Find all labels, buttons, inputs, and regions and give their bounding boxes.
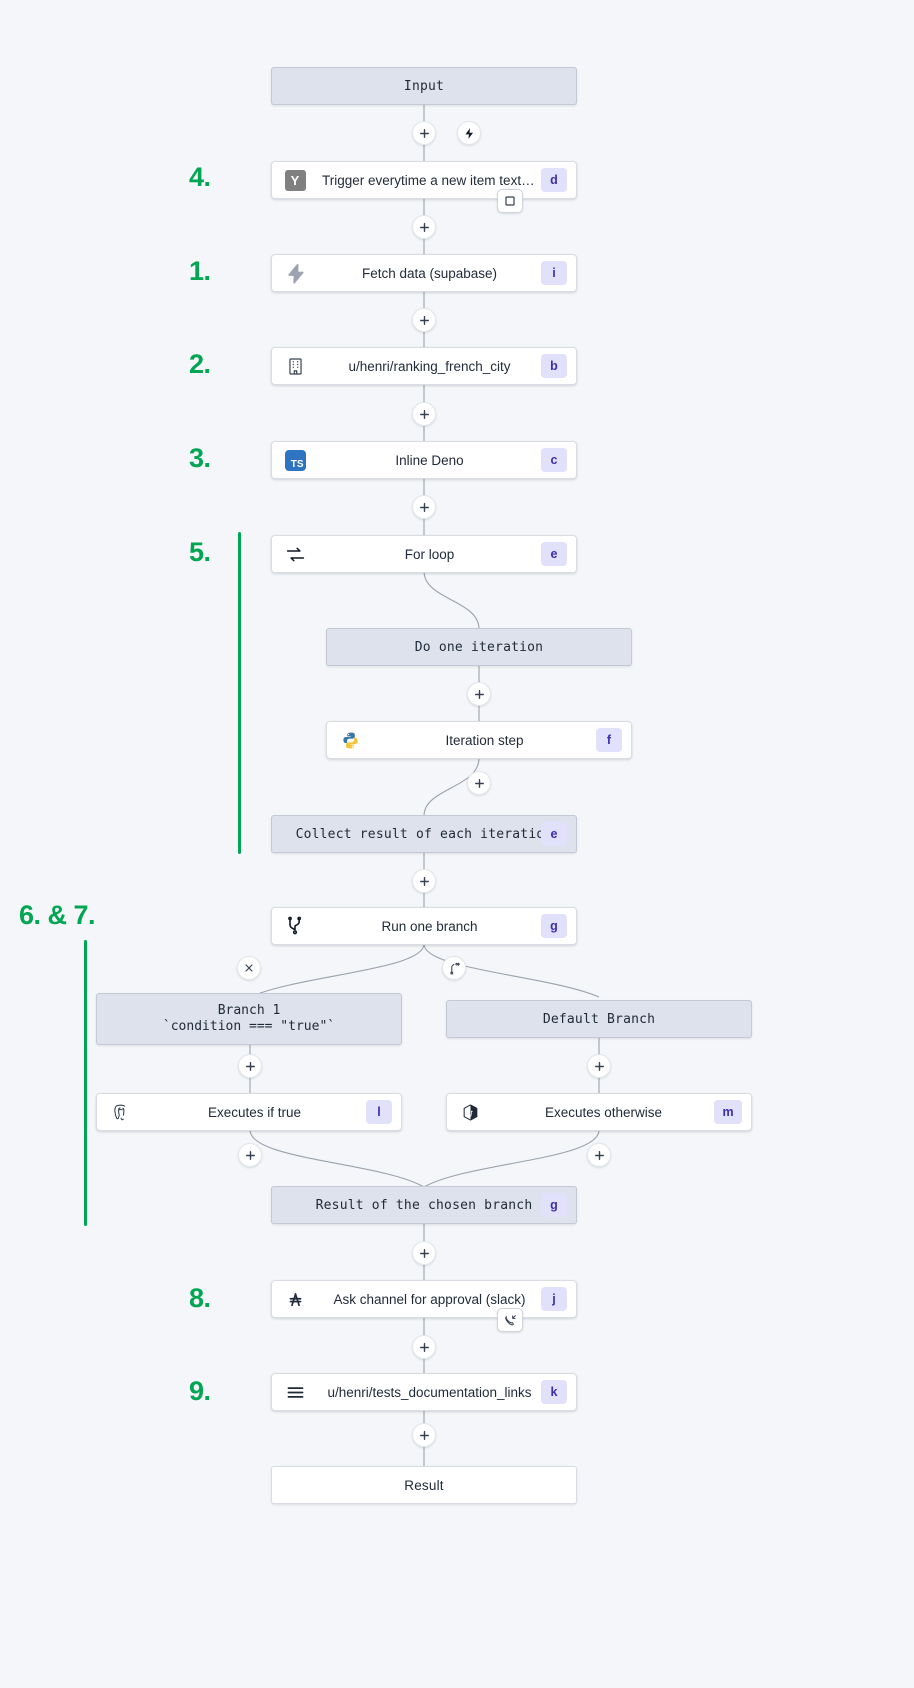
node-branch-one-condition: `condition === "true"` [162,1019,336,1034]
node-fetch-data-label: Fetch data (supabase) [361,265,498,281]
loop-icon [272,536,318,572]
trigger-lightning-handle[interactable] [457,121,481,145]
deno-icon [447,1094,493,1130]
slack-icon [272,1281,318,1317]
node-do-one-iteration[interactable]: Do one iteration [326,628,632,666]
node-input-label: Input [403,78,445,94]
node-branch-one[interactable]: Branch 1 `condition === "true"` [96,993,402,1045]
typescript-icon: TS [272,442,318,478]
add-step-handle-docs[interactable] [412,1335,436,1359]
supabase-icon [272,255,318,291]
branch-icon [272,908,318,944]
step-number-4: 4. [189,162,211,192]
node-docs-links[interactable]: u/henri/tests_documentation_links k [271,1373,577,1411]
remove-branch-handle[interactable] [237,956,261,980]
node-branch-one-label: Branch 1 [217,1002,281,1018]
trigger-square-badge[interactable] [497,189,523,213]
add-step-handle-trigger[interactable] [412,215,436,239]
node-executes-otherwise-label: Executes otherwise [544,1104,663,1120]
node-inline-deno[interactable]: TS Inline Deno c [271,441,577,479]
menu-icon [272,1374,318,1410]
add-step-handle-branch-one[interactable] [238,1054,262,1078]
node-result-of-chosen-branch-label: Result of the chosen branch [315,1197,533,1213]
yaml-icon: Y [272,162,318,198]
node-ranking-script[interactable]: u/henri/ranking_french_city b [271,347,577,385]
node-executes-if-true-label: Executes if true [207,1104,302,1120]
add-step-handle-approval[interactable] [412,1241,436,1265]
node-ask-approval[interactable]: Ask channel for approval (slack) j [271,1280,577,1318]
add-step-handle-ranking[interactable] [412,402,436,426]
step-number-8: 8. [189,1283,211,1313]
node-for-loop-label: For loop [404,546,455,562]
node-docs-links-label: u/henri/tests_documentation_links [327,1384,532,1400]
group-bar-for-loop [238,532,241,854]
node-ask-approval-badge: j [541,1287,567,1311]
node-ask-approval-label: Ask channel for approval (slack) [333,1291,526,1307]
node-fetch-data-badge: i [541,261,567,285]
node-ranking-script-label: u/henri/ranking_french_city [348,358,511,374]
group-bar-branches [84,940,87,1226]
node-for-loop-badge: e [541,542,567,566]
step-number-5: 5. [189,537,211,567]
node-executes-otherwise-badge: m [714,1100,742,1124]
step-number-1: 1. [189,256,211,286]
node-default-branch-label: Default Branch [542,1011,656,1027]
add-step-handle-after-otherwise[interactable] [587,1143,611,1167]
add-step-handle-after-if-true[interactable] [238,1143,262,1167]
add-step-handle-deno[interactable] [412,495,436,519]
building-icon [272,348,318,384]
node-input[interactable]: Input [271,67,577,105]
node-fetch-data[interactable]: Fetch data (supabase) i [271,254,577,292]
node-collect-result[interactable]: Collect result of each iteration e [271,815,577,853]
node-trigger-badge: d [541,168,567,192]
add-branch-handle[interactable] [442,956,466,980]
node-inline-deno-badge: c [541,448,567,472]
node-iteration-step-badge: f [596,728,622,752]
add-step-handle-fetch[interactable] [412,308,436,332]
node-ranking-script-badge: b [541,354,567,378]
step-number-9: 9. [189,1376,211,1406]
node-do-one-iteration-label: Do one iteration [414,639,544,655]
step-number-3: 3. [189,443,211,473]
node-executes-if-true[interactable]: Executes if true l [96,1093,402,1131]
node-executes-otherwise[interactable]: Executes otherwise m [446,1093,752,1131]
node-run-one-branch[interactable]: Run one branch g [271,907,577,945]
add-step-handle-branch[interactable] [412,869,436,893]
node-default-branch[interactable]: Default Branch [446,1000,752,1038]
node-run-one-branch-label: Run one branch [381,918,478,934]
node-iteration-step[interactable]: Iteration step f [326,721,632,759]
add-step-handle-result[interactable] [412,1423,436,1447]
node-iteration-step-label: Iteration step [445,732,524,748]
node-run-one-branch-badge: g [541,914,567,938]
node-result-of-chosen-branch[interactable]: Result of the chosen branch g [271,1186,577,1224]
add-step-handle-collect[interactable] [467,771,491,795]
node-trigger[interactable]: Y Trigger everytime a new item text o… d [271,161,577,199]
add-step-handle-iteration[interactable] [467,682,491,706]
add-step-handle-input[interactable] [412,121,436,145]
step-number-2: 2. [189,349,211,379]
step-number-6-and-7: 6. & 7. [19,900,96,930]
node-result-of-chosen-branch-badge: g [541,1193,567,1217]
node-inline-deno-label: Inline Deno [395,452,464,468]
approval-phone-badge[interactable] [497,1308,523,1332]
node-executes-if-true-badge: l [366,1100,392,1124]
node-collect-result-label: Collect result of each iteration [295,826,553,842]
postgres-icon [97,1094,143,1130]
node-docs-links-badge: k [541,1380,567,1404]
node-collect-result-badge: e [541,822,567,846]
python-icon [327,722,373,758]
node-result-label: Result [404,1477,444,1493]
node-result[interactable]: Result [271,1466,577,1504]
node-trigger-label: Trigger everytime a new item text o… [322,172,541,188]
node-for-loop[interactable]: For loop e [271,535,577,573]
add-step-handle-default-branch[interactable] [587,1054,611,1078]
